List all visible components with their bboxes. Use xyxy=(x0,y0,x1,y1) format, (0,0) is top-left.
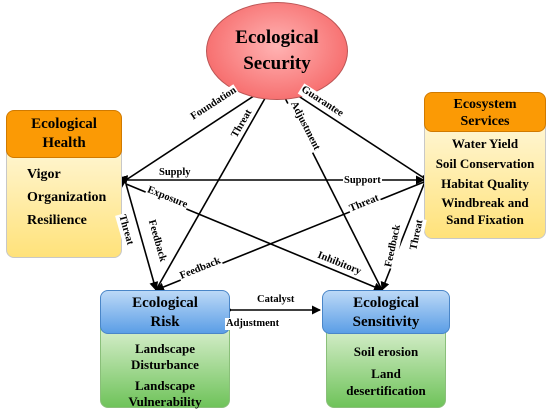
label-adjustment-risk-sens: Adjustment xyxy=(225,318,281,330)
health-title-line1: Ecological xyxy=(31,116,97,132)
services-item-windbreak-line2: Sand Fixation xyxy=(446,212,524,227)
label-supply: Supply xyxy=(158,167,192,179)
sensitivity-item-desertification: desertification xyxy=(346,383,426,398)
services-title-line1: Ecosystem xyxy=(453,97,517,112)
label-support: Support xyxy=(343,175,382,187)
risk-item-landscape-2: Landscape xyxy=(135,378,195,393)
sensitivity-title-line2: Sensitivity xyxy=(352,314,420,330)
arrow-health-security xyxy=(116,83,273,189)
health-item-organization: Organization xyxy=(27,190,107,205)
services-item-soil-conservation: Soil Conservation xyxy=(435,156,535,171)
sensitivity-item-soil-erosion: Soil erosion xyxy=(353,344,419,359)
ecological-health-body: Vigor Organization Resilience xyxy=(6,140,122,258)
services-title-line2: Services xyxy=(460,114,510,129)
security-title-line2: Security xyxy=(243,53,311,74)
risk-title-line2: Risk xyxy=(150,314,180,330)
ecological-health-header: Ecological Health xyxy=(6,110,122,158)
sensitivity-item-land: Land xyxy=(371,366,401,381)
health-item-vigor: Vigor xyxy=(27,167,61,182)
ecosystem-services-body: Water Yield Soil Conservation Habitat Qu… xyxy=(424,117,546,239)
ecosystem-services-header: Ecosystem Services xyxy=(424,92,546,132)
risk-item-disturbance: Disturbance xyxy=(131,357,199,372)
label-catalyst: Catalyst xyxy=(256,294,296,306)
ecological-security-node: Ecological Security xyxy=(206,2,348,100)
arrow-health-risk xyxy=(119,175,159,291)
security-title-line1: Ecological xyxy=(235,27,319,48)
services-item-habitat-quality: Habitat Quality xyxy=(441,176,529,191)
ecological-sensitivity-header: Ecological Sensitivity xyxy=(322,290,450,334)
risk-item-landscape-1: Landscape xyxy=(135,341,195,356)
services-item-windbreak-line1: Windbreak and xyxy=(441,195,529,210)
health-item-resilience: Resilience xyxy=(27,213,87,228)
arrow-services-sensitivity xyxy=(380,174,432,291)
health-title-line2: Health xyxy=(42,135,86,151)
sensitivity-title-line1: Ecological xyxy=(353,295,419,311)
risk-item-vulnerability: Vulnerability xyxy=(128,394,202,409)
ecological-risk-header: Ecological Risk xyxy=(100,290,230,334)
services-item-water-yield: Water Yield xyxy=(451,136,519,151)
risk-title-line1: Ecological xyxy=(132,295,198,311)
